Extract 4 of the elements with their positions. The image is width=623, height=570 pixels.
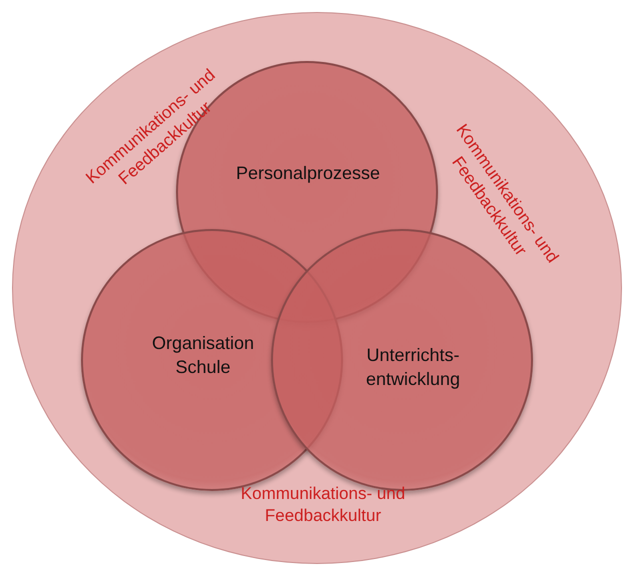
circle-label: Kommunikations- und Feedbackkultur <box>240 483 406 527</box>
circle-label: Personalprozesse <box>234 162 382 185</box>
circle-label: Unterrichts- entwicklung <box>364 344 462 391</box>
circle-label: Organisation Schule <box>150 332 256 379</box>
